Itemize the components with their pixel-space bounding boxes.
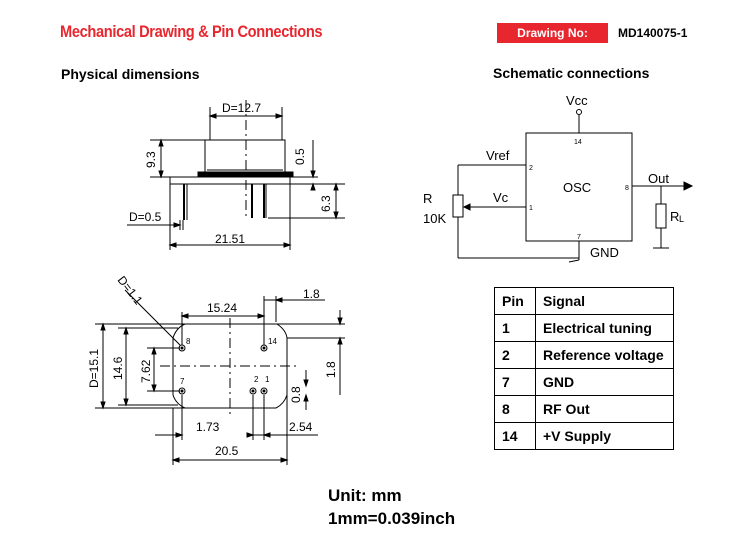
dim-body-height: 14.6	[111, 356, 125, 380]
schematic-vc-label: Vc	[493, 190, 509, 205]
pin-label-14: 14	[268, 337, 277, 346]
signal-cell: RF Out	[535, 395, 674, 423]
dim-pin-length: 6.3	[319, 195, 333, 212]
signal-cell: Reference voltage	[535, 341, 674, 369]
dim-overall-height: D=15.1	[87, 349, 101, 388]
pin-cell: 1	[494, 314, 536, 342]
page-title: Mechanical Drawing & Pin Connections	[60, 22, 323, 41]
pin-label-8: 8	[186, 337, 191, 346]
pin-label-1: 1	[265, 375, 270, 384]
schematic-load-label: R	[670, 209, 679, 224]
dim-pin-dx-right: 2.54	[289, 420, 313, 434]
drawing-number-label: Drawing No:	[497, 23, 608, 43]
schematic-pin-8: 8	[625, 185, 629, 192]
schematic-out-label: Out	[648, 171, 669, 186]
pin-table: Pin Signal 1 Electrical tuning 2 Referen…	[494, 287, 674, 450]
table-row: 14 +V Supply	[494, 422, 674, 450]
schematic-heading: Schematic connections	[493, 65, 650, 81]
dim-overall-length: 21.51	[215, 232, 245, 246]
schematic-pin-2: 2	[529, 165, 533, 172]
dim-pin-dx-left: 1.73	[196, 420, 220, 434]
dim-height: 9.3	[144, 151, 158, 168]
physical-dimensions-heading: Physical dimensions	[61, 66, 200, 82]
schematic-pin-1: 1	[529, 205, 533, 212]
pin-label-7: 7	[180, 377, 185, 386]
dim-pin14-offset: 1.8	[303, 287, 320, 301]
table-header-row: Pin Signal	[494, 287, 674, 315]
signal-cell: +V Supply	[535, 422, 674, 450]
dim-width-top: D=12.7	[222, 101, 261, 115]
schematic-pin-14: 14	[574, 139, 582, 146]
schematic-gnd-label: GND	[590, 245, 619, 260]
pin-cell: 14	[494, 422, 536, 450]
units-line-1: Unit: mm	[328, 486, 402, 505]
units-note: Unit: mm 1mm=0.039inch	[328, 484, 455, 530]
pin-cell: 2	[494, 341, 536, 369]
schematic-load-sub: L	[679, 214, 684, 224]
pin-label-2: 2	[254, 375, 259, 384]
table-row: 1 Electrical tuning	[494, 314, 674, 342]
dim-pin-diameter: D=0.5	[129, 210, 162, 224]
dim-overall-width: 20.5	[215, 444, 239, 458]
schematic-resistor-label: R	[423, 191, 432, 206]
dim-pin-spacing-x: 15.24	[207, 301, 237, 315]
signal-cell: Electrical tuning	[535, 314, 674, 342]
schematic-vcc-label: Vcc	[566, 93, 588, 108]
pin-cell: 8	[494, 395, 536, 423]
table-row: 8 RF Out	[494, 395, 674, 423]
dim-pin-row-offset: 0.8	[289, 386, 303, 403]
schematic-resistor-value: 10K	[423, 211, 446, 226]
table-row: 7 GND	[494, 368, 674, 396]
dim-pin-spacing-y: 7.62	[139, 359, 153, 383]
table-header-pin: Pin	[494, 287, 536, 315]
dim-edge-offset: 1.8	[324, 361, 338, 378]
table-row: 2 Reference voltage	[494, 341, 674, 369]
pin-cell: 7	[494, 368, 536, 396]
schematic-vref-label: Vref	[486, 148, 510, 163]
dim-base-thickness: 0.5	[293, 148, 307, 165]
table-header-signal: Signal	[535, 287, 674, 315]
units-line-2: 1mm=0.039inch	[328, 509, 456, 528]
signal-cell: GND	[535, 368, 674, 396]
drawing-number-value: MD140075-1	[618, 26, 688, 40]
schematic-osc-label: OSC	[563, 180, 591, 195]
schematic-pin-7: 7	[577, 234, 581, 241]
